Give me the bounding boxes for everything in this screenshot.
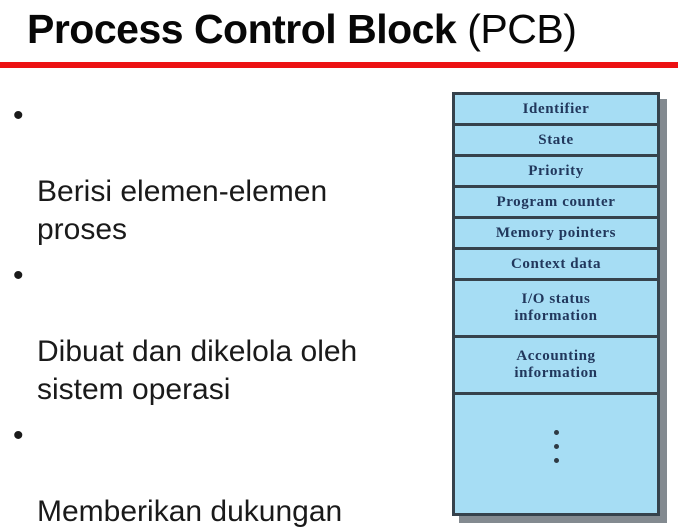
bullet-item: • Dibuat dan dikelola oleh sistem operas… bbox=[10, 257, 442, 409]
page-title-main: Process Control Block bbox=[27, 6, 457, 52]
title-divider-rule bbox=[0, 62, 678, 68]
ellipsis-dot bbox=[553, 443, 559, 449]
bullet-marker-icon: • bbox=[13, 99, 24, 132]
ellipsis-dot bbox=[553, 457, 559, 463]
page-title: Process Control Block (PCB) bbox=[27, 2, 577, 56]
bullet-text: Berisi elemen-elemen proses bbox=[37, 175, 328, 246]
pcb-field-identifier: Identifier bbox=[455, 95, 657, 126]
bullet-list: • Berisi elemen-elemen proses • Dibuat d… bbox=[10, 97, 442, 530]
pcb-field-context-data: Context data bbox=[455, 250, 657, 281]
pcb-field-state: State bbox=[455, 126, 657, 157]
bullet-marker-icon: • bbox=[13, 419, 24, 452]
bullet-text: Dibuat dan dikelola oleh sistem operasi bbox=[37, 335, 358, 406]
page-title-suffix: (PCB) bbox=[467, 6, 577, 52]
bullet-item: • Berisi elemen-elemen proses bbox=[10, 97, 442, 249]
pcb-field-more bbox=[455, 395, 657, 513]
pcb-field-memory-pointers: Memory pointers bbox=[455, 219, 657, 250]
ellipsis-dot bbox=[553, 429, 559, 435]
bullet-text: Memberikan dukungan bagi banyak proses bbox=[37, 495, 343, 528]
pcb-field-program-counter: Program counter bbox=[455, 188, 657, 219]
bullet-marker-icon: • bbox=[13, 259, 24, 292]
vertical-ellipsis-icon bbox=[553, 429, 559, 463]
pcb-field-priority: Priority bbox=[455, 157, 657, 188]
bullet-item: • Memberikan dukungan bagi banyak proses bbox=[10, 417, 442, 530]
pcb-diagram: Identifier State Priority Program counte… bbox=[452, 92, 660, 516]
pcb-field-io-status: I/O status information bbox=[455, 281, 657, 338]
pcb-field-accounting: Accounting information bbox=[455, 338, 657, 395]
